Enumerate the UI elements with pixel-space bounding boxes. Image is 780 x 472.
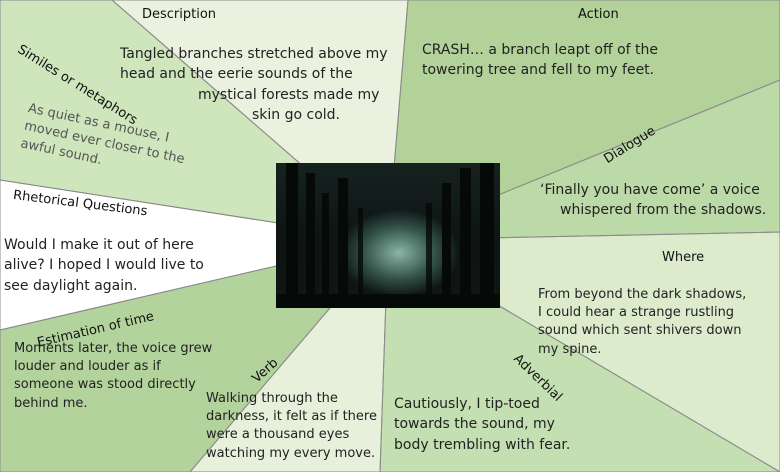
text-where: From beyond the dark shadows, I could he… [538, 287, 747, 357]
wedge-outline [0, 179, 389, 331]
text-adverbial: Cautiously, I tip-toed towards the sound… [394, 396, 571, 453]
label-where: Where [662, 250, 705, 265]
text-verb: Walking through the darkness, it felt as… [206, 391, 377, 461]
wedge-outline [0, 239, 390, 472]
tree-trunk [442, 183, 451, 308]
tree-trunk [460, 168, 471, 308]
text-dialogue: ‘Finally you have come’ a voice whispere… [540, 182, 767, 219]
text-action: CRASH… a branch leapt off of the towerin… [422, 42, 659, 79]
tree-trunk [358, 208, 363, 308]
label-description: Description [142, 7, 217, 22]
text-description: Tangled branches stretched above my head… [120, 46, 388, 123]
text-estimation-of-time: Moments later, the voice grew louder and… [14, 341, 213, 411]
tree-trunk [426, 203, 432, 308]
wedge-outline [387, 0, 780, 241]
tree-trunk [306, 173, 315, 308]
wedge-rhetorical-questions [0, 180, 388, 330]
forest-floor [276, 294, 500, 308]
tree-trunk [480, 163, 494, 308]
forest-photo [276, 163, 500, 308]
label-action: Action [578, 7, 619, 22]
text-rhetorical-questions: Would I make it out of here alive? I hop… [4, 237, 204, 294]
tree-trunk [338, 178, 348, 308]
tree-trunk [286, 163, 298, 308]
tree-trunk [322, 193, 329, 308]
